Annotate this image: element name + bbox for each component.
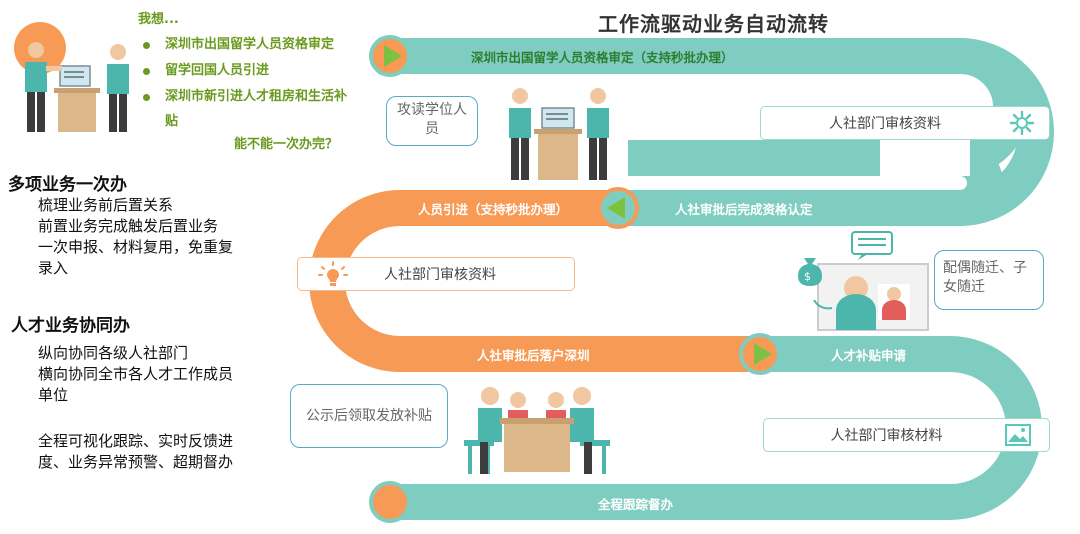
section-line: 梳理业务前后置关系 xyxy=(38,196,174,214)
want-list: 深圳市出国留学人员资格审定 留学回国人员引进 深圳市新引进人才租房和生活补贴 xyxy=(143,32,358,134)
meeting-illustration xyxy=(464,387,610,474)
section-line: 全程可视化跟踪、实时反馈进 xyxy=(38,432,234,450)
road-label: 人员引进（支持秒批办理） xyxy=(418,202,569,217)
road-label: 全程跟踪督办 xyxy=(598,497,674,512)
want-title: 我想... xyxy=(138,12,179,27)
want-item: 深圳市新引进人才租房和生活补贴 xyxy=(143,84,353,134)
play-icon xyxy=(369,35,411,77)
section-body: 全程可视化跟踪、实时反馈进 度、业务异常预警、超期督办 xyxy=(38,431,233,473)
want-item: 留学回国人员引进 xyxy=(143,58,358,84)
road-label: 人社审批后完成资格认定 xyxy=(675,202,813,217)
section-line: 横向协同全市各人才工作成员 xyxy=(38,365,234,383)
play-icon xyxy=(739,333,781,375)
diagram-title: 工作流驱动业务自动流转 xyxy=(598,12,829,36)
play-icon xyxy=(369,481,411,523)
section-body: 梳理业务前后置关系 前置业务完成触发后置业务 一次申报、材料复用，免重复 录入 xyxy=(38,195,233,279)
desk-people-illustration xyxy=(509,88,609,180)
road-label: 人社审批后落户深圳 xyxy=(477,348,590,363)
family-bubble: 配偶随迁、子女随迁 xyxy=(934,250,1044,310)
video-call-illustration: $ xyxy=(798,231,929,331)
review-box: 人社部门审核资料 xyxy=(297,257,575,291)
section-body: 纵向协同各级人社部门 横向协同全市各人才工作成员 单位 xyxy=(38,343,233,406)
image-icon xyxy=(1005,424,1031,446)
section-line: 前置业务完成触发后置业务 xyxy=(38,217,219,235)
section-line: 度、业务异常预警、超期督办 xyxy=(38,453,234,471)
review-box-label: 人社部门审核资料 xyxy=(829,116,941,132)
question-text: 能不能一次办完？ xyxy=(234,137,339,152)
section-title: 人才业务协同办 xyxy=(11,316,130,336)
svg-text:$: $ xyxy=(804,270,811,283)
gear-icon xyxy=(1009,110,1035,136)
section-line: 一次申报、材料复用，免重复 xyxy=(38,238,234,256)
consultation-illustration xyxy=(14,22,129,132)
review-box: 人社部门审核材料 xyxy=(763,418,1050,452)
section-line: 单位 xyxy=(38,386,69,404)
lightbulb-icon xyxy=(318,261,348,286)
road-label: 深圳市出国留学人员资格审定（支持秒批办理） xyxy=(471,50,734,65)
road-label: 人才补贴申请 xyxy=(831,348,907,363)
student-bubble: 攻读学位人员 xyxy=(386,96,478,146)
section-title: 多项业务一次办 xyxy=(8,175,127,195)
section-line: 录入 xyxy=(38,259,69,277)
money-bag-icon: $ xyxy=(798,258,822,286)
review-box-label: 人社部门审核资料 xyxy=(384,267,496,283)
subsidy-bubble: 公示后领取发放补贴 xyxy=(290,384,448,448)
want-item: 深圳市出国留学人员资格审定 xyxy=(143,32,358,58)
review-box: 人社部门审核资料 xyxy=(760,106,1050,140)
section-line: 纵向协同各级人社部门 xyxy=(38,344,189,362)
review-box-label: 人社部门审核材料 xyxy=(830,428,943,444)
play-icon xyxy=(597,187,639,229)
